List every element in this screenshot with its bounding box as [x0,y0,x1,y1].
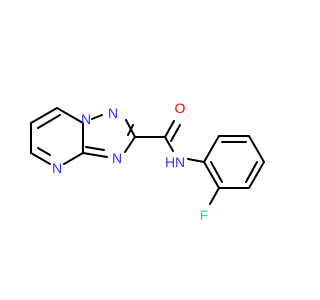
fluorophenyl-ring [203,135,265,205]
bond [30,107,58,124]
bond [203,135,220,163]
atom-n-triazole-bottom: N [112,150,122,166]
bond [209,187,220,205]
bond [37,147,51,156]
bond [91,114,103,120]
bond [82,152,108,158]
pyrimidine-ring [30,107,84,165]
atom-n-bridge: N [81,111,91,127]
bond [124,136,136,153]
bond [85,146,105,151]
atom-o-carbonyl: O [175,100,186,116]
bond [245,161,258,183]
bond [248,161,265,189]
bond [30,152,51,165]
bond [164,120,175,138]
bond [63,152,84,165]
bond [37,114,61,129]
atom-n-pyrimidine: N [52,160,62,176]
bond [170,124,181,142]
atom-n-amide: N [175,154,185,170]
bond [210,161,223,183]
molecule-structure: N N N N O N H F [30,100,265,223]
atom-n-triazole-top: N [108,105,118,121]
bond [127,124,134,136]
atom-f-fluoro: F [200,207,209,223]
bond [56,107,84,124]
triazole-ring [82,114,136,158]
bond [248,135,265,163]
bond [187,158,205,163]
atom-h-amide: H [165,154,175,170]
bond [203,161,220,189]
amide-group [134,120,205,163]
bond [164,136,174,152]
